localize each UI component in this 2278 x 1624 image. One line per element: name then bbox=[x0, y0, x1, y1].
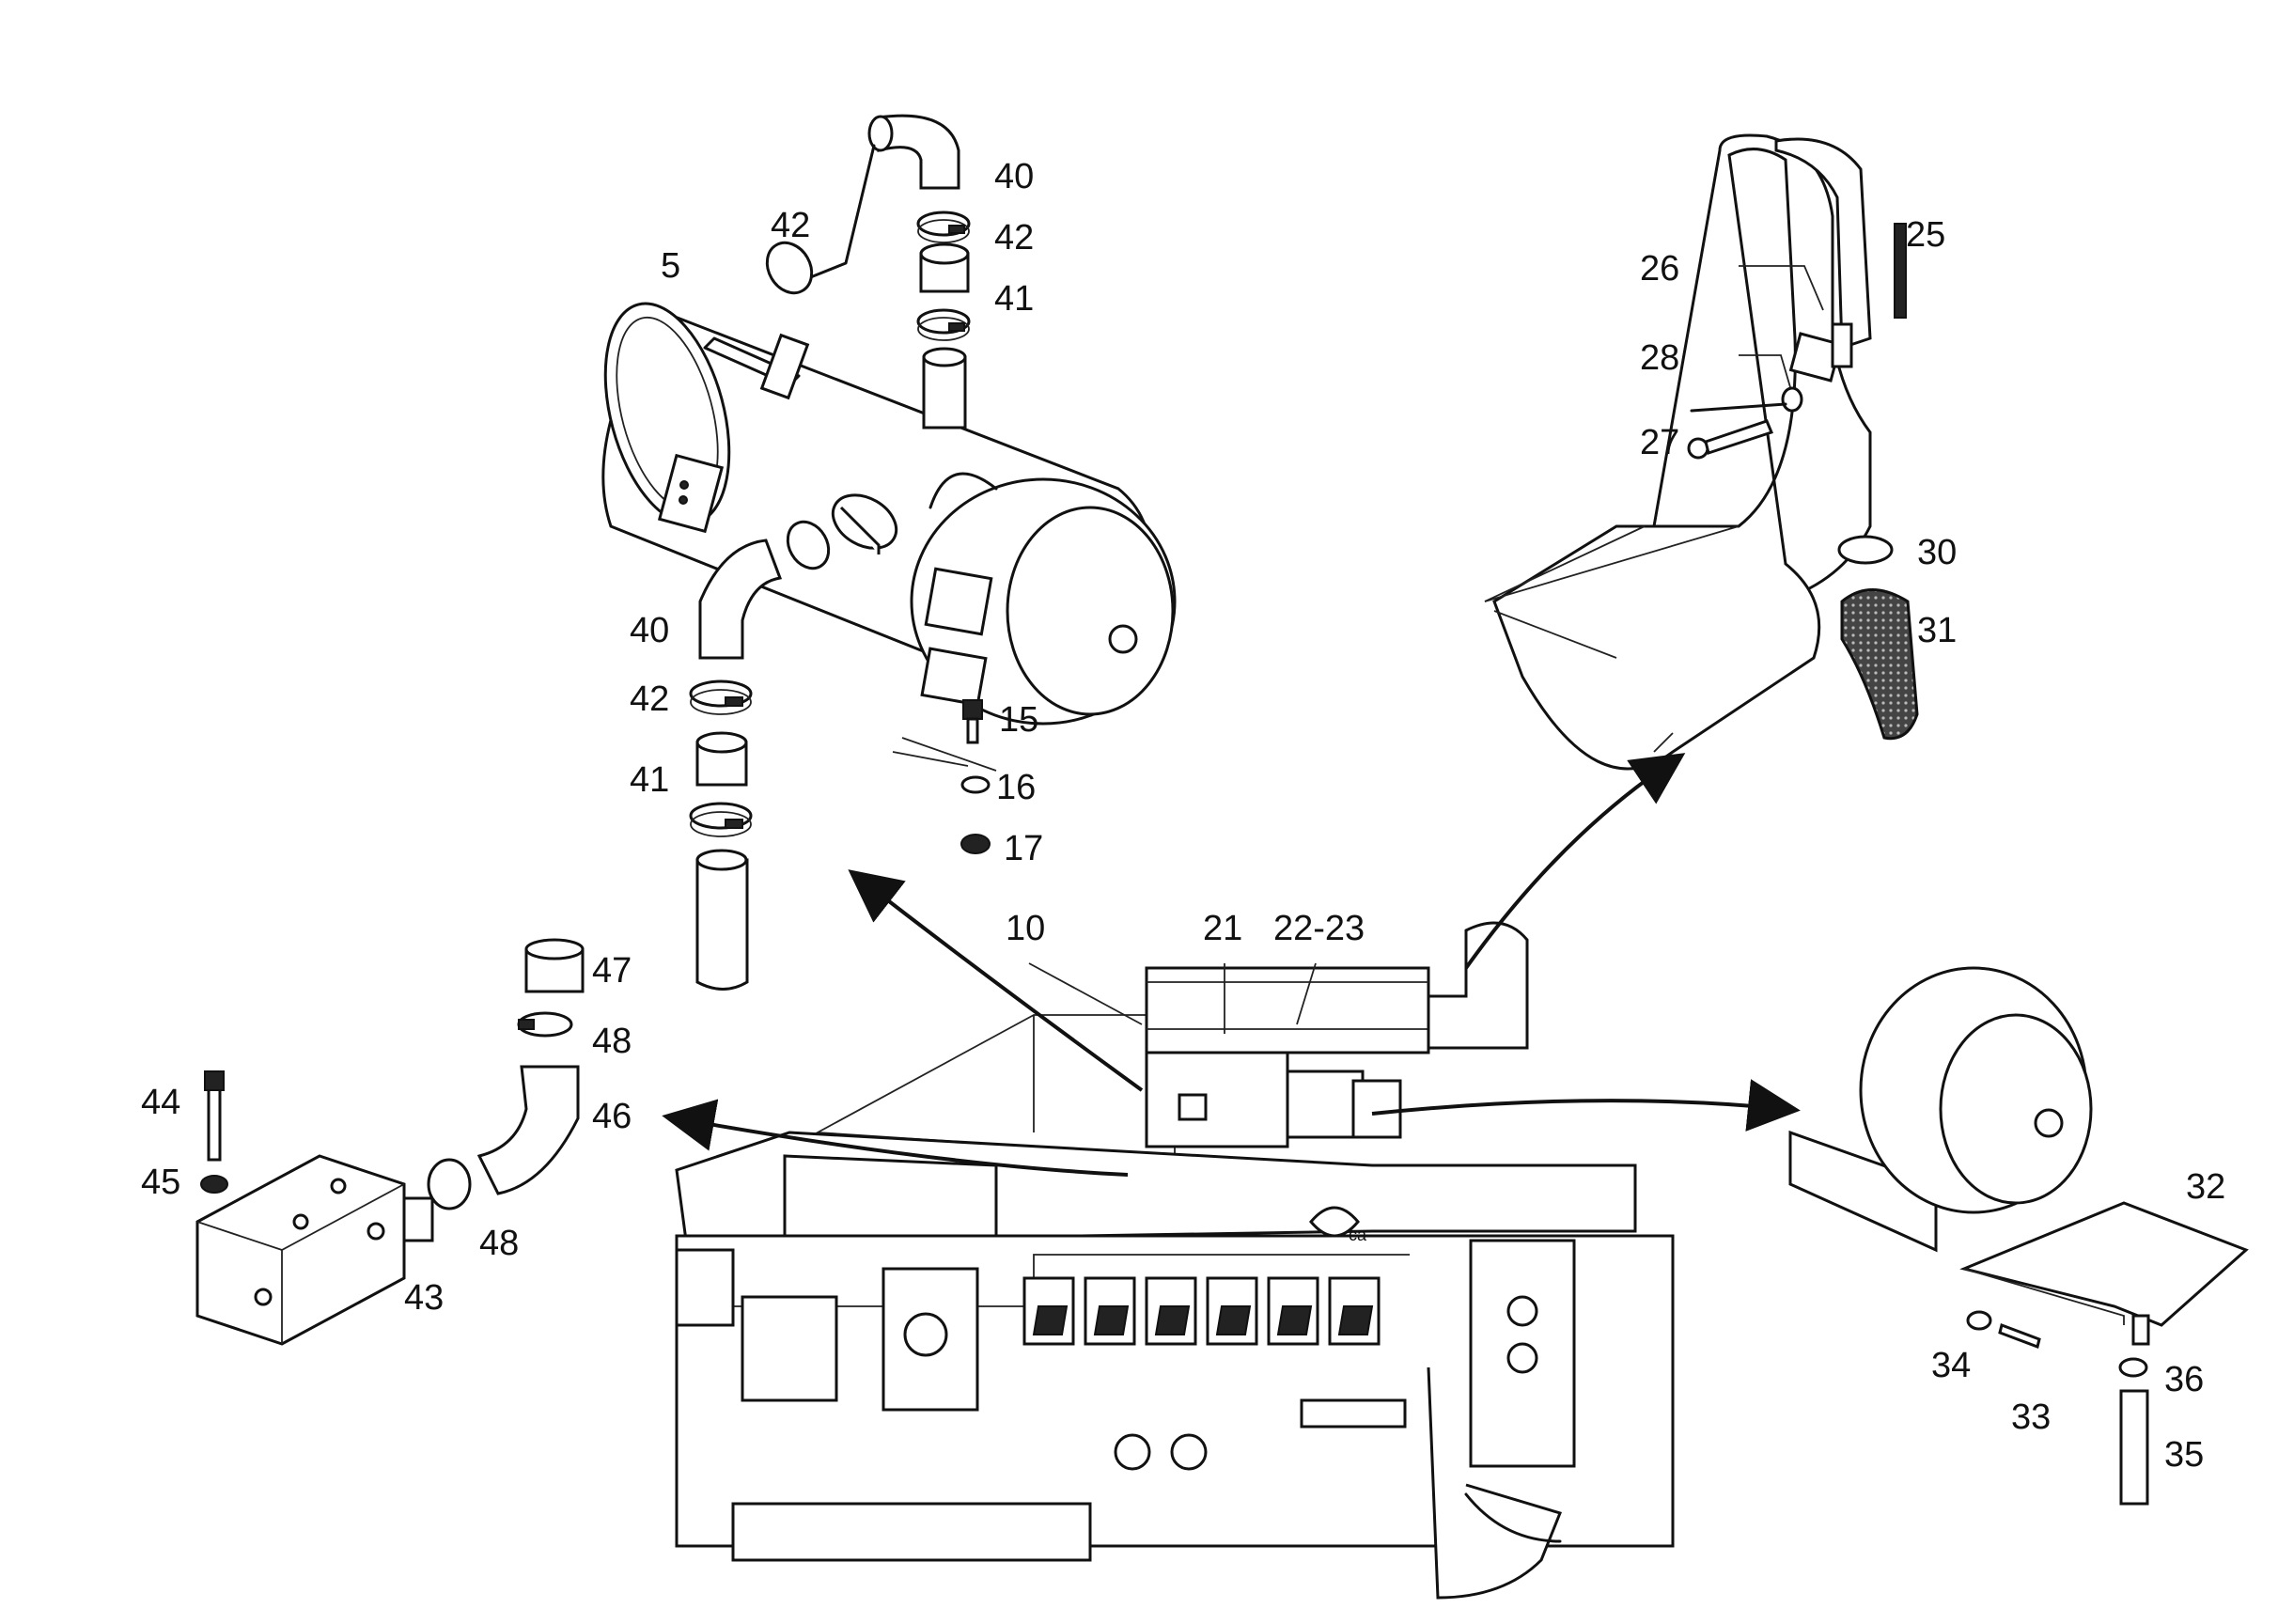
part-labels: 5 40 42 42 41 40 42 41 15 16 17 25 26 28… bbox=[141, 157, 2225, 1475]
left-fittings bbox=[195, 938, 585, 1346]
label-42-upper-right: 42 bbox=[994, 218, 1034, 258]
pipe-stack-lower bbox=[689, 520, 831, 991]
cylinder-heads bbox=[1022, 1276, 1381, 1346]
label-15: 15 bbox=[999, 700, 1038, 740]
label-48-lower: 48 bbox=[479, 1224, 519, 1263]
label-40-lower: 40 bbox=[630, 611, 669, 650]
engine-block: ca bbox=[675, 921, 1675, 1600]
label-35: 35 bbox=[2164, 1435, 2204, 1475]
label-33: 33 bbox=[2011, 1398, 2051, 1437]
fasteners-15-16-17 bbox=[892, 699, 997, 854]
engine-marking: ca bbox=[1349, 1226, 1367, 1244]
label-46: 46 bbox=[592, 1097, 632, 1136]
label-48-upper: 48 bbox=[592, 1022, 632, 1061]
label-27: 27 bbox=[1640, 423, 1679, 462]
label-36: 36 bbox=[2164, 1360, 2204, 1399]
label-45: 45 bbox=[141, 1163, 180, 1202]
label-41-upper: 41 bbox=[994, 279, 1034, 319]
leader-lines bbox=[1028, 265, 1824, 1034]
exhaust-assembly bbox=[1484, 133, 1919, 771]
label-32: 32 bbox=[2186, 1167, 2225, 1207]
label-10: 10 bbox=[1006, 909, 1045, 948]
label-28: 28 bbox=[1640, 338, 1679, 378]
label-44: 44 bbox=[141, 1083, 180, 1122]
label-40-upper: 40 bbox=[994, 157, 1034, 196]
label-41-lower: 41 bbox=[630, 760, 669, 800]
label-43: 43 bbox=[404, 1278, 444, 1318]
label-42-lower: 42 bbox=[630, 679, 669, 719]
label-22-23: 22-23 bbox=[1273, 909, 1365, 948]
label-34: 34 bbox=[1931, 1346, 1971, 1385]
label-42-upper-left: 42 bbox=[771, 206, 810, 245]
label-30: 30 bbox=[1917, 533, 1957, 572]
direction-arrows bbox=[662, 753, 1801, 1177]
heater-unit bbox=[601, 302, 1177, 726]
label-47: 47 bbox=[592, 951, 632, 991]
label-21: 21 bbox=[1203, 909, 1242, 948]
label-17: 17 bbox=[1004, 829, 1043, 868]
label-5: 5 bbox=[661, 246, 680, 286]
right-detail bbox=[1788, 966, 2249, 1506]
pipe-stack-upper bbox=[765, 114, 971, 429]
label-16: 16 bbox=[996, 768, 1036, 807]
label-26: 26 bbox=[1640, 249, 1679, 289]
exhaust-outline-lines bbox=[1484, 525, 1674, 753]
label-31: 31 bbox=[1917, 611, 1957, 650]
label-25: 25 bbox=[1906, 215, 1945, 255]
